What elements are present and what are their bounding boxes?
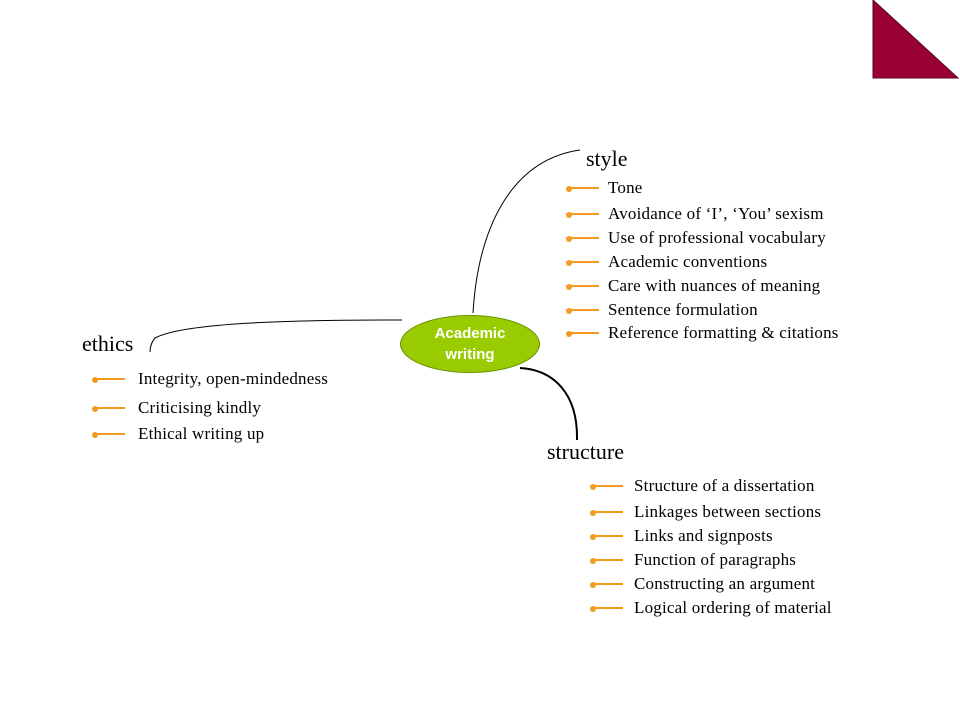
item-label: Function of paragraphs [634,550,797,569]
center-node: Academic writing [400,315,540,373]
item-label: Linkages between sections [634,502,822,521]
item-label: Integrity, open-mindedness [138,369,329,388]
branch-title-structure: structure [547,439,624,464]
bullet-icon [590,606,596,612]
connector-structure [519,367,579,441]
bullet-icon [92,377,98,383]
connector-ethics [149,319,403,353]
bullet-icon [566,212,572,218]
connector-style [472,149,581,314]
bullet-icon [566,260,572,266]
item-label: Ethical writing up [138,424,265,443]
bullet-icon [92,406,98,412]
bullet-icon [566,236,572,242]
item-label: Use of professional vocabulary [608,228,826,247]
branch-title-style: style [586,146,628,171]
item-label: Sentence formulation [608,300,758,319]
branch-title-ethics: ethics [82,331,134,356]
bullet-icon [590,582,596,588]
item-label: Care with nuances of meaning [608,276,821,295]
center-node-label: Academic writing [434,325,506,363]
bullet-icon [566,308,572,314]
item-label: Links and signposts [634,526,773,545]
bullet-icon [590,484,596,490]
bullet-icon [92,432,98,438]
item-label: Reference formatting & citations [608,323,839,342]
bullet-icon [566,331,572,337]
bullet-icon [590,510,596,516]
bullet-icon [590,534,596,540]
item-label: Academic conventions [608,252,768,271]
bullet-icon [566,186,572,192]
item-label: Avoidance of ‘I’, ‘You’ sexism [608,204,824,223]
corner-triangle-icon [872,0,960,79]
item-label: Criticising kindly [138,398,262,417]
item-label: Tone [608,178,643,197]
item-label: Constructing an argument [634,574,816,593]
item-label: Logical ordering of material [634,598,832,617]
item-label: Structure of a dissertation [634,476,815,495]
bullet-icon [566,284,572,290]
bullet-icon [590,558,596,564]
